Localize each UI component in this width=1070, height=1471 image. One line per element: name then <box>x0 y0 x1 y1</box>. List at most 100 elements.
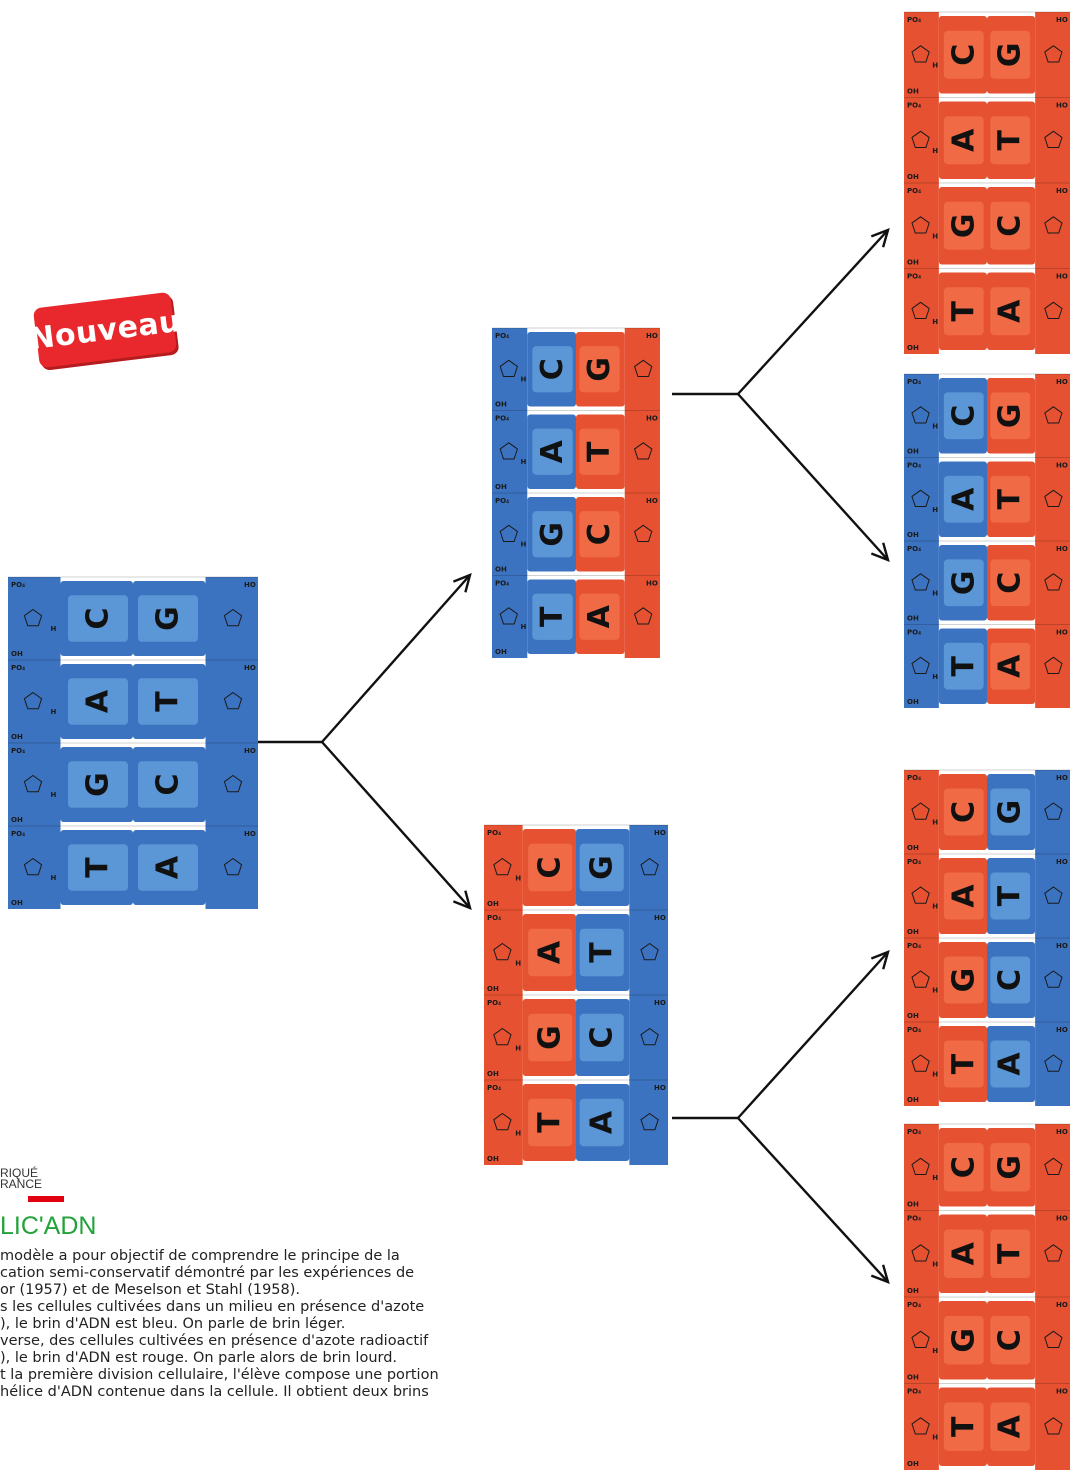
hydrogen-label: H <box>515 1044 521 1052</box>
hydroxyl-label: OH <box>907 344 919 352</box>
ho-label: HO <box>244 830 256 838</box>
phosphate-label: PO₄ <box>907 16 921 24</box>
base-letter: A <box>946 128 981 152</box>
phosphate-label: PO₄ <box>495 332 509 340</box>
hydroxyl-label: OH <box>487 900 499 908</box>
hydrogen-label: H <box>51 625 57 633</box>
description-line: or (1957) et de Meselson et Stahl (1958)… <box>0 1282 582 1299</box>
ho-label: HO <box>646 332 658 340</box>
base-letter: G <box>533 1025 568 1050</box>
base-letter: T <box>584 942 619 963</box>
product-title: LIC'ADN <box>0 1212 96 1241</box>
phosphate-label: PO₄ <box>11 664 25 672</box>
hydrogen-label: H <box>932 233 938 241</box>
base-letter: G <box>946 570 981 595</box>
hydroxyl-label: OH <box>907 698 919 706</box>
description-line: cation semi-conservatif démontré par les… <box>0 1265 582 1282</box>
hydrogen-label: H <box>932 147 938 155</box>
phosphate-label: PO₄ <box>487 1084 501 1092</box>
hydroxyl-label: OH <box>495 566 507 574</box>
hydroxyl-label: OH <box>11 816 23 824</box>
brand-line-2: RANCE <box>0 1179 42 1190</box>
fork-branch <box>738 1118 888 1282</box>
base-letter: C <box>946 1156 981 1178</box>
phosphate-label: PO₄ <box>495 415 509 423</box>
base-letter: C <box>946 44 981 66</box>
phosphate-label: PO₄ <box>907 1215 921 1223</box>
dna-model-gen2-b: PO₄OHHOHCGPO₄OHHOHATPO₄OHHOHGCPO₄OHHOHTA <box>904 374 1070 708</box>
phosphate-label: PO₄ <box>11 830 25 838</box>
ho-label: HO <box>1056 629 1068 637</box>
brand-logo: RIQUÉ RANCE <box>0 1168 42 1190</box>
phosphate-label: PO₄ <box>907 858 921 866</box>
ho-label: HO <box>1056 1301 1068 1309</box>
hydrogen-label: H <box>932 1071 938 1079</box>
brand-flag-bar <box>28 1196 64 1202</box>
ho-label: HO <box>646 580 658 588</box>
description-line: hélice d'ADN contenue dans la cellule. I… <box>0 1384 582 1401</box>
base-letter: C <box>993 572 1028 594</box>
hydrogen-label: H <box>515 1129 521 1137</box>
phosphate-label: PO₄ <box>907 187 921 195</box>
base-letter: A <box>993 654 1028 678</box>
hydrogen-label: H <box>932 1261 938 1269</box>
description-line: verse, des cellules cultivées en présenc… <box>0 1333 582 1350</box>
hydrogen-label: H <box>932 1174 938 1182</box>
base-letter: C <box>946 801 981 823</box>
description-line: t la première division cellulaire, l'élè… <box>0 1367 582 1384</box>
hydroxyl-label: OH <box>907 1201 919 1209</box>
description-line: s les cellules cultivées dans un milieu … <box>0 1299 582 1316</box>
hydrogen-label: H <box>932 506 938 514</box>
ho-label: HO <box>646 497 658 505</box>
base-letter: G <box>993 403 1028 428</box>
hydroxyl-label: OH <box>907 928 919 936</box>
dna-model-gen2-d: PO₄OHHOHCGPO₄OHHOHATPO₄OHHOHGCPO₄OHHOHTA <box>904 1124 1070 1470</box>
base-letter: A <box>81 689 116 713</box>
fork-branch <box>738 230 888 394</box>
phosphate-label: PO₄ <box>495 497 509 505</box>
hydroxyl-label: OH <box>487 1155 499 1163</box>
ho-label: HO <box>654 1084 666 1092</box>
dna-model-gen1-top: PO₄OHHOHCGPO₄OHHOHATPO₄OHHOHGCPO₄OHHOHTA <box>492 328 660 658</box>
hydroxyl-label: OH <box>907 1012 919 1020</box>
hydroxyl-label: OH <box>495 401 507 409</box>
hydroxyl-label: OH <box>907 1374 919 1382</box>
base-letter: T <box>582 441 617 462</box>
base-letter: G <box>151 606 186 631</box>
base-letter: T <box>151 691 186 712</box>
base-letter: A <box>582 604 617 628</box>
ho-label: HO <box>244 664 256 672</box>
hydrogen-label: H <box>521 458 527 466</box>
ho-label: HO <box>1056 1128 1068 1136</box>
phosphate-label: PO₄ <box>907 942 921 950</box>
hydrogen-label: H <box>932 673 938 681</box>
base-letter: C <box>993 969 1028 991</box>
base-letter: T <box>533 1112 568 1133</box>
phosphate-label: PO₄ <box>487 829 501 837</box>
base-letter: C <box>533 856 568 878</box>
phosphate-label: PO₄ <box>11 581 25 589</box>
base-letter: C <box>993 215 1028 237</box>
ho-label: HO <box>1056 942 1068 950</box>
base-letter: G <box>993 1155 1028 1180</box>
base-letter: C <box>81 607 116 629</box>
hydrogen-label: H <box>932 62 938 70</box>
phosphate-label: PO₄ <box>907 1388 921 1396</box>
hydroxyl-label: OH <box>907 615 919 623</box>
phosphate-label: PO₄ <box>907 629 921 637</box>
phosphate-label: PO₄ <box>907 462 921 470</box>
ho-label: HO <box>654 914 666 922</box>
base-letter: C <box>535 358 570 380</box>
fork-branch <box>738 952 888 1118</box>
hydrogen-label: H <box>932 589 938 597</box>
fork-branch <box>322 575 470 742</box>
base-letter: A <box>151 855 186 879</box>
description-line: modèle a pour objectif de comprendre le … <box>0 1248 582 1265</box>
phosphate-label: PO₄ <box>11 747 25 755</box>
base-letter: C <box>582 523 617 545</box>
phosphate-label: PO₄ <box>907 545 921 553</box>
ho-label: HO <box>1056 1026 1068 1034</box>
hydrogen-label: H <box>932 318 938 326</box>
base-letter: A <box>993 1414 1028 1438</box>
phosphate-label: PO₄ <box>495 580 509 588</box>
